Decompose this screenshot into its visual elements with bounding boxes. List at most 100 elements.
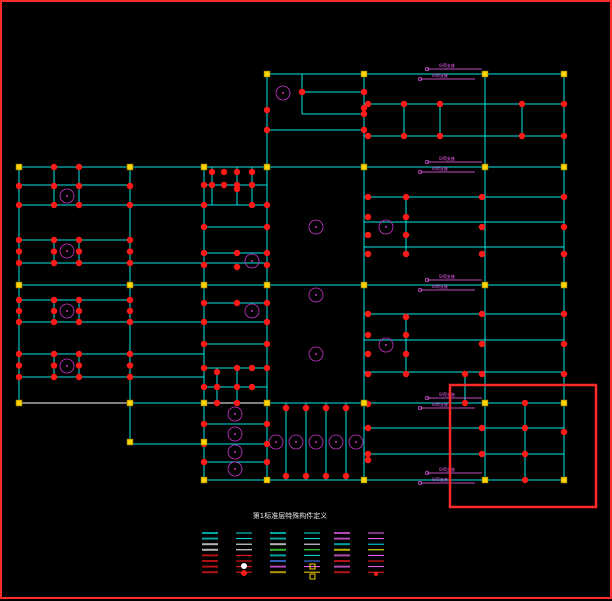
node-marker (402, 370, 410, 378)
node-marker (360, 88, 368, 96)
legend-label-placeholder (270, 560, 286, 562)
column-marker (263, 70, 271, 78)
tag-text: 0/荷支座 (432, 283, 448, 289)
column-marker (481, 476, 489, 484)
node-marker (436, 100, 444, 108)
node-marker (364, 132, 372, 140)
column-marker (560, 163, 568, 171)
node-marker (364, 193, 372, 201)
node-marker (248, 383, 256, 391)
node-marker (364, 450, 372, 458)
node-marker (75, 259, 83, 267)
beam-layer (18, 73, 565, 481)
column-marker (126, 281, 134, 289)
node-marker (75, 248, 83, 255)
node-marker (200, 299, 208, 307)
column-marker (481, 281, 489, 289)
tag-text: 0/荷支座 (432, 476, 448, 482)
legend-label-placeholder (334, 560, 350, 562)
node-marker (200, 223, 208, 231)
node-marker (302, 472, 310, 480)
node-marker (15, 307, 23, 315)
slab-marker (59, 303, 75, 319)
node-marker (263, 106, 271, 114)
node-marker (436, 132, 444, 140)
legend-label-placeholder (270, 532, 286, 534)
node-marker (461, 370, 469, 378)
node-marker (478, 424, 486, 432)
node-marker (402, 350, 410, 358)
selection-highlight-box[interactable] (448, 383, 598, 509)
node-marker (233, 263, 241, 271)
node-marker (364, 370, 372, 378)
legend-symbol (241, 563, 247, 569)
node-marker (518, 132, 526, 140)
tag-text: 0/荷支座 (432, 165, 448, 171)
node-marker (220, 181, 228, 189)
column-marker (481, 399, 489, 407)
node-marker (15, 296, 23, 304)
node-marker (200, 181, 208, 189)
node-marker (126, 307, 134, 315)
node-marker (263, 249, 271, 257)
slab-marker (308, 434, 324, 450)
legend (202, 532, 384, 580)
node-marker (75, 163, 83, 171)
column-marker (263, 476, 271, 484)
node-marker (248, 364, 256, 372)
node-marker (50, 201, 58, 209)
slab-marker (308, 287, 324, 303)
node-marker (233, 185, 241, 193)
node-marker (75, 296, 83, 304)
node-marker (50, 163, 58, 171)
column-marker (200, 281, 208, 289)
node-marker (364, 100, 372, 108)
slab-marker (378, 219, 394, 235)
node-marker (200, 249, 208, 257)
node-marker (360, 104, 368, 112)
slab-marker (227, 406, 243, 422)
slab-marker (244, 303, 260, 319)
tag-circle (417, 76, 423, 82)
legend-label-placeholder (334, 565, 350, 568)
legend-label-placeholder (270, 548, 286, 551)
legend-label-placeholder (202, 565, 218, 568)
slab-marker (308, 346, 324, 362)
column-marker (200, 163, 208, 171)
node-marker (521, 476, 529, 484)
tag-circle (424, 159, 430, 165)
node-marker (126, 201, 134, 209)
node-marker (126, 259, 134, 267)
node-marker (360, 110, 368, 118)
node-marker (200, 340, 208, 348)
node-marker (560, 310, 568, 318)
node-marker (200, 420, 208, 428)
node-marker (208, 168, 216, 176)
node-marker (50, 350, 58, 358)
node-marker (213, 399, 221, 407)
node-marker (342, 472, 350, 480)
node-marker (50, 373, 58, 381)
node-marker (15, 182, 23, 190)
node-marker (364, 456, 372, 464)
node-marker (560, 132, 568, 140)
legend-label-placeholder (334, 543, 350, 546)
node-marker (200, 201, 208, 209)
node-marker (478, 310, 486, 318)
legend-label-placeholder (202, 543, 218, 546)
column-marker (481, 70, 489, 78)
node-marker (364, 424, 372, 432)
node-marker (402, 250, 410, 258)
node-marker (364, 350, 372, 358)
node-marker (248, 168, 256, 176)
column-marker (560, 399, 568, 407)
legend-label-placeholder (270, 537, 286, 540)
legend-symbol (241, 570, 247, 576)
column-marker (360, 281, 368, 289)
legend-label-placeholder (270, 565, 286, 568)
column-marker (200, 438, 208, 446)
legend-label-placeholder (202, 571, 218, 574)
node-marker (15, 373, 23, 381)
slab-marker (348, 434, 364, 450)
